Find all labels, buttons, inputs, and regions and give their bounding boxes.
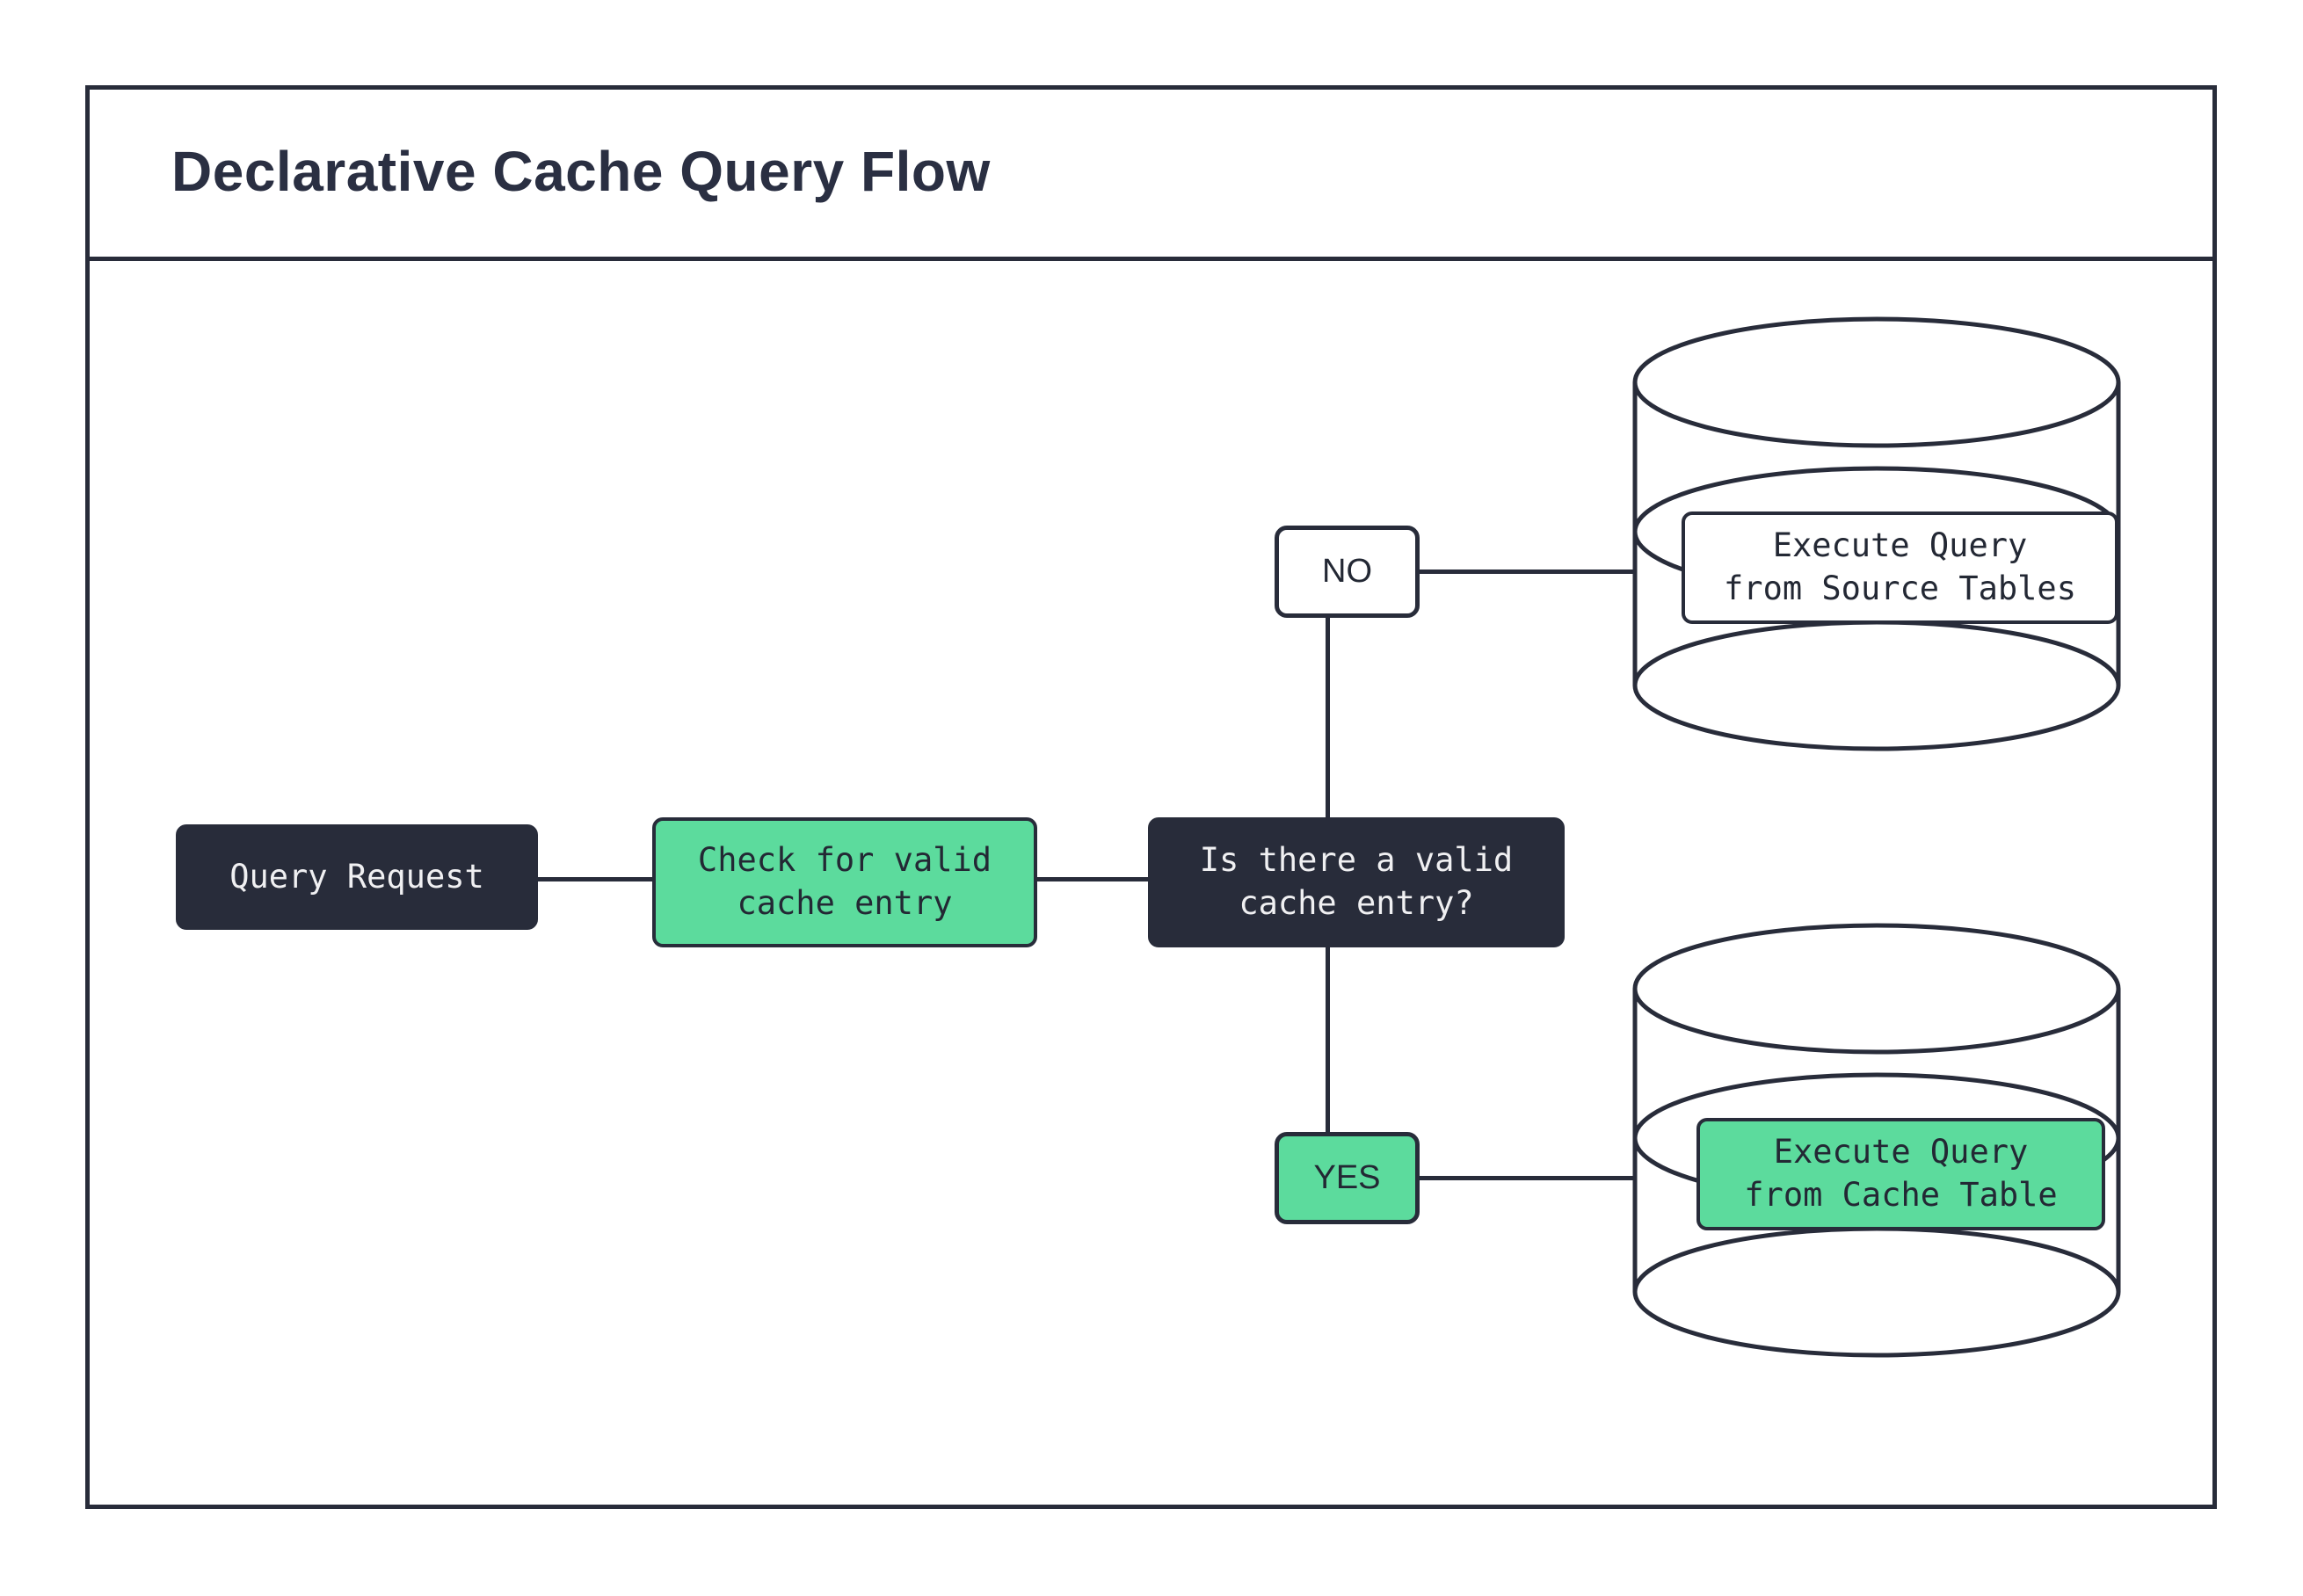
- node-execute-query-cache-table[interactable]: Execute Query from Cache Table: [1696, 1118, 2105, 1230]
- edge-yes-to-cache-datastore: [1399, 1176, 1633, 1180]
- node-query-request[interactable]: Query Request: [176, 824, 538, 930]
- edge-label-yes[interactable]: YES: [1275, 1132, 1420, 1224]
- diagram-frame: [85, 85, 2217, 1509]
- edge-label-no[interactable]: NO: [1275, 526, 1420, 618]
- page-title: Declarative Cache Query Flow: [171, 139, 991, 203]
- edge-request-to-check: [538, 877, 657, 881]
- node-execute-query-source-tables[interactable]: Execute Query from Source Tables: [1682, 511, 2118, 624]
- edge-decision-to-yes: [1326, 930, 1330, 1135]
- edge-decision-to-no: [1326, 587, 1330, 830]
- edge-check-to-decision: [1034, 877, 1152, 881]
- node-check-cache[interactable]: Check for valid cache entry: [652, 817, 1037, 947]
- diagram-header: Declarative Cache Query Flow: [85, 85, 2217, 261]
- edge-no-to-source-datastore: [1399, 569, 1633, 574]
- node-decision-valid-cache[interactable]: Is there a valid cache entry?: [1148, 817, 1565, 947]
